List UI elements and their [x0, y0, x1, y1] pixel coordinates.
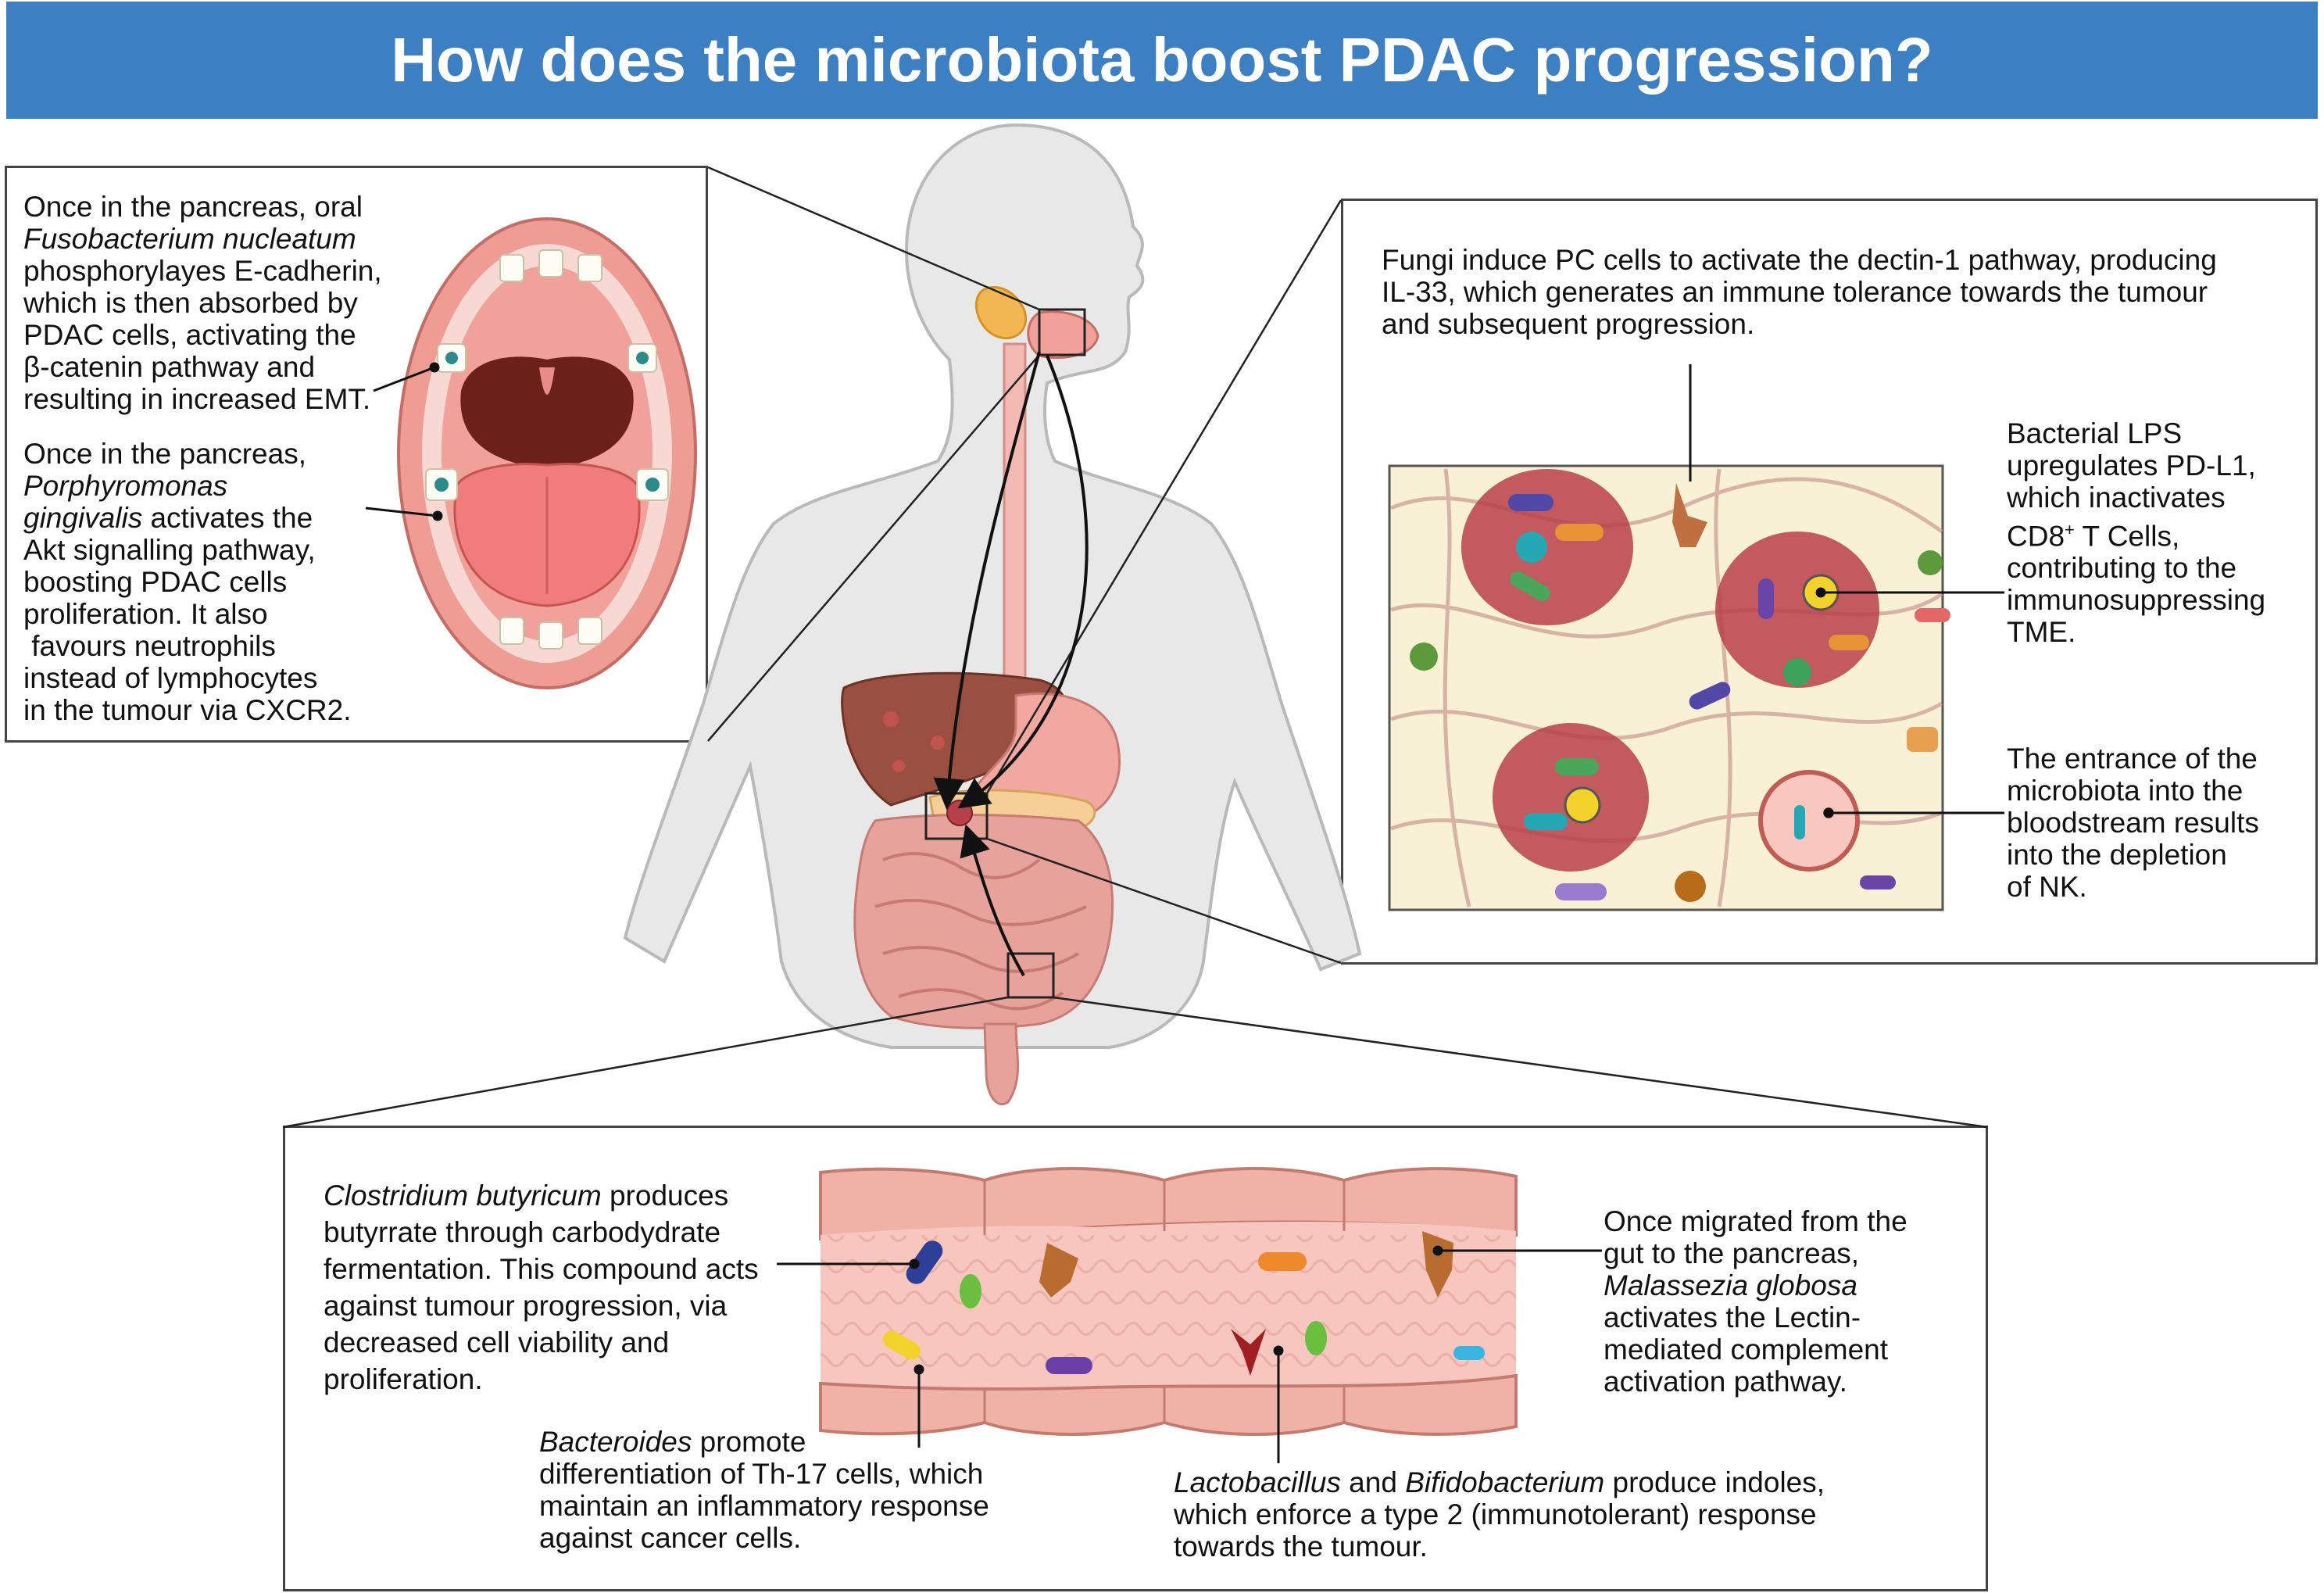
throat — [460, 356, 634, 469]
text-line: Clostridium butyricum produces — [324, 1180, 729, 1212]
text-line: which enforce a type 2 (immunotolerant) … — [1174, 1498, 1817, 1530]
fungus-cell — [1039, 1243, 1078, 1298]
text-line: which is then absorbed by — [23, 287, 358, 319]
digestive-tract — [841, 286, 1121, 1105]
species-name: Porphyromonas — [23, 470, 228, 502]
mouth-zoom-marker — [1038, 308, 1086, 356]
text-line: microbiota into the — [2007, 775, 2244, 807]
bacteroides-description: Bacteroides promote differentiation of T… — [539, 1426, 1039, 1554]
text-line: proliferation. It also — [23, 598, 268, 630]
fusobacterium-description: Once in the pancreas, oral Fusobacterium… — [23, 191, 383, 415]
text-line: Lactobacillus and Bifidobacterium produc… — [1174, 1466, 1825, 1498]
species-name: Malassezia globosa — [1604, 1269, 1857, 1301]
text-line: gingivalis activates the — [23, 502, 313, 534]
text-line: TME. — [2007, 616, 2076, 649]
bifidobacterium-cell — [1305, 1321, 1327, 1355]
mouth-callout-lines — [365, 362, 443, 521]
yellow-bacterium — [883, 1330, 921, 1360]
rectum — [983, 1022, 1019, 1105]
text-line: resulting in increased EMT. — [23, 383, 371, 415]
gut-callout-lines — [777, 1245, 1602, 1463]
text-line: proliferation. — [324, 1363, 483, 1395]
text-line: The entrance of the — [2007, 743, 2258, 775]
lactobacillus-description: Lactobacillus and Bifidobacterium produc… — [1174, 1466, 1877, 1563]
text-line: towards the tumour. — [1174, 1530, 1428, 1563]
bacteroides-bacterium — [960, 1274, 981, 1308]
text-line: against cancer cells. — [539, 1522, 802, 1554]
text-line: favours neutrophils — [23, 630, 276, 662]
malassezia-description: Once migrated from the gut to the pancre… — [1604, 1205, 1963, 1398]
intestine-illustration — [777, 1167, 1602, 1463]
blue-bacterium — [1453, 1346, 1485, 1360]
text-line: and subsequent progression. — [1382, 308, 1755, 340]
text-line: into the depletion — [2007, 839, 2227, 871]
species-name: Fusobacterium nucleatum — [23, 223, 356, 255]
text-line: β-catenin pathway and — [23, 351, 316, 383]
uvula — [539, 367, 555, 395]
text-line: immunosuppressing — [2007, 584, 2266, 617]
text-line: Once migrated from the — [1604, 1205, 1907, 1237]
body-outline — [623, 123, 1362, 1049]
page-title: How does the microbiota boost PDAC progr… — [391, 25, 1933, 95]
malassezia-fungus — [1422, 1231, 1453, 1298]
text-line: phosphorylayes E-cadherin, — [23, 255, 382, 287]
orange-bacterium — [1258, 1252, 1307, 1271]
text-line: mediated complement — [1604, 1333, 1889, 1366]
porphyromonas-description: Once in the pancreas, Porphyromonas ging… — [23, 438, 375, 726]
lps-description: Bacterial LPS upregulates PD-L1, which i… — [2007, 417, 2311, 648]
text-line: Bacterial LPS — [2007, 417, 2183, 449]
text-line: instead of lymphocytes — [23, 662, 318, 694]
gut-wall-bottom — [819, 1373, 1518, 1436]
text-line: upregulates PD-L1, — [2007, 449, 2256, 481]
text-line: bloodstream results — [2007, 807, 2259, 839]
nk-depletion-description: The entrance of the microbiota into the … — [2007, 743, 2311, 903]
fungi-description: Fungi induce PC cells to activate the de… — [1382, 244, 2304, 340]
text-line: which inactivates — [2007, 481, 2226, 514]
blood-vessel — [1758, 770, 1860, 872]
text-line: activates the Lectin- — [1604, 1301, 1861, 1333]
text-line: butyrrate through carbodydrate — [324, 1216, 721, 1248]
text-line: CD8+ T Cells, — [2007, 520, 2180, 553]
gut-microbes — [883, 1231, 1485, 1376]
salivary-glands — [974, 286, 1028, 340]
text-line: PDAC cells, activating the — [23, 319, 356, 351]
text-line: Bacteroides promote — [539, 1426, 806, 1458]
pancreatic-tumour — [946, 800, 973, 826]
text-line: of NK. — [2007, 871, 2087, 903]
zoom-lines — [282, 166, 1989, 1129]
text-line: Fungi induce PC cells to activate the de… — [1382, 244, 2217, 276]
title-banner: How does the microbiota boost PDAC progr… — [6, 2, 2318, 119]
text-line: boosting PDAC cells — [23, 566, 288, 598]
text-line: activation pathway. — [1604, 1366, 1847, 1398]
lactobacillus-cell — [1231, 1329, 1266, 1376]
migration-arrows — [933, 351, 1089, 977]
open-mouth-illustration — [397, 217, 697, 689]
text-line: fermentation. This compound acts — [324, 1253, 759, 1285]
text-line: decreased cell viability and — [324, 1326, 670, 1359]
text-line: gut to the pancreas, — [1604, 1237, 1860, 1269]
esophagus — [1003, 342, 1027, 702]
clostridium-bacterium — [906, 1240, 943, 1284]
text-line: Once in the pancreas, — [23, 438, 306, 470]
text-line: contributing to the — [2007, 552, 2237, 585]
text-line: Akt signalling pathway, — [23, 534, 316, 566]
tme-callout-lines — [1689, 364, 2004, 818]
text-line: in the tumour via CXCR2. — [23, 694, 352, 726]
purple-bacterium — [1046, 1357, 1092, 1374]
tumour-microenvironment-illustration — [1388, 364, 2004, 911]
clostridium-description: Clostridium butyricum produces butyrrate… — [324, 1177, 808, 1398]
text-line: differentiation of Th-17 cells, which — [539, 1458, 984, 1490]
text-line: against tumour progression, via — [324, 1290, 728, 1322]
text-line: Once in the pancreas, oral — [23, 191, 363, 223]
text-line: maintain an inflammatory response — [539, 1490, 989, 1522]
oral-bacteria — [434, 352, 660, 492]
human-body-silhouette — [623, 123, 1362, 1049]
text-line: IL-33, which generates an immune toleran… — [1382, 276, 2208, 308]
gut-zoom-marker — [1006, 952, 1055, 999]
